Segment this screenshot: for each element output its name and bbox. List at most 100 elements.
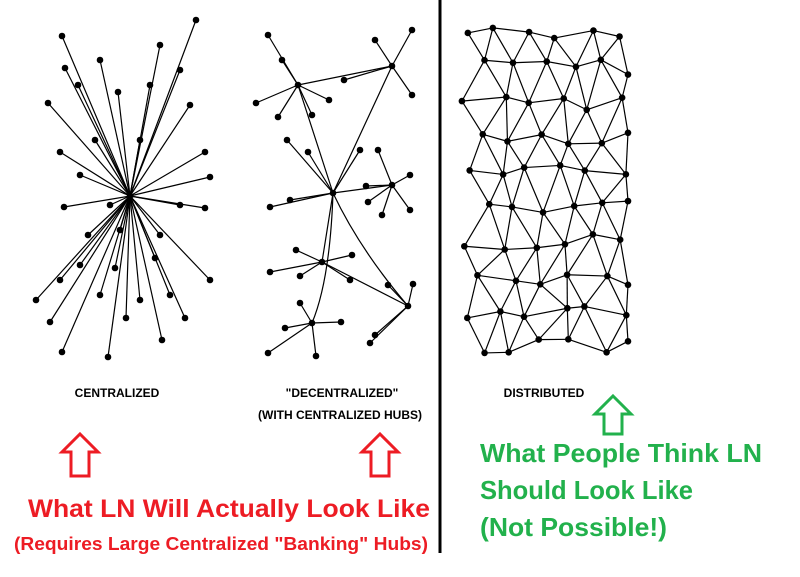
network-edge: [311, 192, 334, 324]
network-node: [296, 299, 304, 307]
distributed-network: [458, 24, 632, 357]
network-edge: [625, 315, 629, 342]
network-edge: [600, 59, 623, 99]
network-node: [598, 139, 606, 147]
network-edge: [575, 30, 594, 68]
network-node: [266, 268, 274, 276]
network-edge: [536, 212, 544, 248]
network-node: [58, 32, 66, 40]
network-edge: [489, 203, 513, 208]
network-edge: [563, 97, 587, 111]
network-edge: [539, 243, 566, 285]
network-edge: [584, 305, 627, 316]
network-edge: [311, 321, 342, 324]
network-edge: [601, 97, 623, 144]
network-node: [166, 291, 174, 299]
network-edge: [492, 27, 514, 64]
network-edge: [467, 27, 493, 34]
network-edge: [500, 310, 525, 318]
network-node: [348, 251, 356, 259]
network-node: [60, 203, 68, 211]
network-edge: [586, 109, 603, 144]
network-edge: [584, 170, 603, 204]
network-edge: [129, 195, 141, 301]
network-node: [388, 181, 396, 189]
network-edge: [515, 280, 541, 285]
network-edge: [592, 234, 608, 277]
network-edge: [391, 65, 413, 96]
green-caption-line1: What People Think LN: [480, 438, 762, 468]
network-node: [502, 93, 510, 101]
network-edge: [523, 167, 544, 213]
network-node: [114, 88, 122, 96]
network-node: [520, 313, 528, 320]
network-node: [564, 304, 571, 312]
network-edge: [566, 234, 594, 276]
network-edge: [523, 284, 541, 317]
network-edge: [600, 59, 629, 76]
network-node: [76, 261, 84, 269]
network-edge: [592, 202, 603, 235]
network-edge: [568, 338, 607, 353]
network-node: [508, 203, 516, 211]
network-edge: [321, 261, 351, 281]
network-edge: [79, 195, 131, 266]
network-edge: [484, 59, 514, 64]
network-node: [56, 276, 64, 284]
network-edge: [586, 97, 623, 111]
network-node: [156, 231, 164, 239]
network-node: [201, 204, 209, 212]
network-node: [489, 24, 497, 32]
network-edge: [129, 195, 206, 209]
network-node: [543, 58, 551, 65]
network-node: [181, 314, 189, 322]
network-edge: [567, 143, 586, 171]
network-node: [278, 56, 286, 64]
network-edge: [538, 307, 568, 341]
network-edge: [469, 170, 490, 205]
network-edge: [625, 284, 629, 316]
network-edge: [297, 84, 334, 194]
network-edge: [365, 184, 393, 187]
network-edge: [621, 97, 629, 133]
network-edge: [524, 164, 561, 169]
network-edge: [560, 164, 585, 172]
network-node: [384, 281, 392, 289]
network-node: [76, 171, 84, 179]
network-node: [44, 99, 52, 107]
network-edge: [601, 202, 621, 240]
network-edge: [499, 311, 510, 353]
network-node: [96, 291, 104, 299]
network-edge: [575, 59, 601, 68]
network-node: [581, 303, 588, 310]
network-node: [32, 296, 40, 304]
network-node: [362, 182, 370, 190]
network-edge: [129, 69, 181, 197]
network-edge: [504, 206, 513, 250]
network-node: [56, 148, 64, 156]
network-edge: [64, 67, 131, 197]
network-edge: [466, 275, 479, 319]
network-edge: [606, 275, 627, 316]
network-edge: [461, 96, 507, 102]
network-edge: [61, 195, 131, 353]
network-node: [366, 339, 374, 347]
network-node: [346, 276, 354, 284]
network-edge: [129, 176, 211, 197]
network-edge: [79, 174, 131, 197]
network-node: [374, 146, 382, 154]
network-node: [96, 56, 104, 64]
network-edge: [508, 339, 539, 353]
network-node: [597, 56, 605, 64]
network-edge: [606, 340, 629, 353]
network-edge: [512, 31, 530, 64]
network-node: [509, 59, 517, 67]
network-node: [590, 27, 597, 34]
network-node: [337, 318, 345, 326]
network-edge: [63, 195, 131, 208]
network-node: [264, 31, 272, 39]
network-edge: [469, 134, 484, 171]
network-edge: [502, 167, 525, 176]
network-node: [408, 91, 416, 99]
